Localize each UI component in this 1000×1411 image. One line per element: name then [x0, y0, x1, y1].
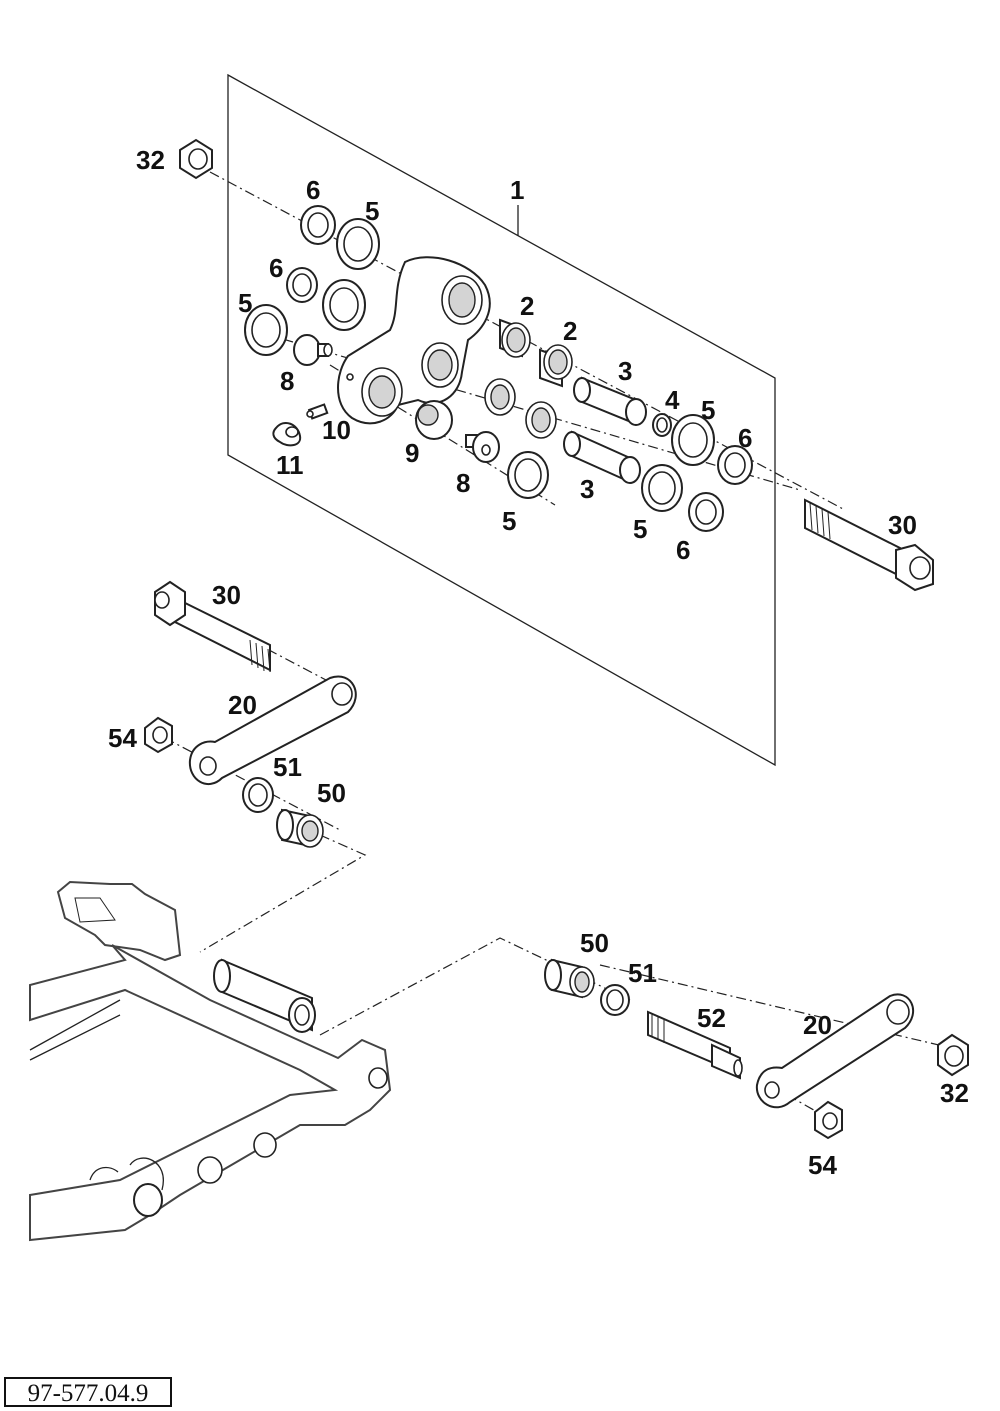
callout-3-a: 3 — [618, 356, 633, 386]
nut-32-right — [937, 1033, 969, 1077]
needle-bearing-2-d — [525, 401, 557, 439]
ring-51-right — [600, 984, 630, 1016]
bushing-5-f — [641, 464, 683, 512]
link-20-right — [755, 993, 915, 1109]
bushing-5-a — [336, 218, 380, 270]
spacer-9 — [415, 400, 453, 440]
needle-bearing-2-b — [539, 344, 573, 388]
callout-6-c: 6 — [738, 423, 753, 453]
bearing-50-left — [276, 808, 324, 848]
relay-lever — [337, 256, 491, 425]
callout-52: 52 — [697, 1003, 726, 1033]
needle-bearing-2-c — [484, 378, 516, 416]
nut-32-top — [179, 138, 213, 180]
bushing-5-b — [322, 279, 366, 331]
seal-6-c — [717, 445, 753, 485]
stepped-bushing-8-b — [465, 431, 500, 463]
nut-54-right — [814, 1100, 843, 1140]
callout-3-b: 3 — [580, 474, 595, 504]
ring-4 — [652, 413, 672, 437]
callout-30-b: 30 — [212, 580, 241, 610]
bushing-5-e — [507, 451, 549, 499]
axis-link-right — [599, 964, 961, 1051]
bolt-30-left — [154, 580, 271, 673]
callout-51-a: 51 — [273, 752, 302, 782]
cap-11 — [272, 421, 302, 447]
callout-30-a: 30 — [888, 510, 917, 540]
callout-5-e: 5 — [633, 514, 648, 544]
callout-5-d: 5 — [502, 506, 517, 536]
diagram-reference-number: 97-577.04.9 — [4, 1377, 172, 1407]
needle-bearing-2-a — [499, 318, 531, 358]
callout-50-b: 50 — [580, 928, 609, 958]
callout-20-a: 20 — [228, 690, 257, 720]
grease-nipple-10 — [306, 403, 329, 420]
callout-20-b: 20 — [803, 1010, 832, 1040]
callout-6-d: 6 — [676, 535, 691, 565]
callout-10: 10 — [322, 415, 351, 445]
callout-5-a: 5 — [365, 196, 380, 226]
bushing-5-c — [244, 304, 288, 356]
seal-6-d — [688, 492, 724, 532]
callout-50-a: 50 — [317, 778, 346, 808]
callout-1: 1 — [510, 175, 525, 205]
callout-2-b: 2 — [563, 316, 578, 346]
swingarm-frame — [29, 880, 392, 1242]
sleeve-3-a — [573, 376, 647, 426]
callout-32-b: 32 — [940, 1078, 969, 1108]
callout-54-b: 54 — [808, 1150, 837, 1180]
callout-2-a: 2 — [520, 291, 535, 321]
callout-51-b: 51 — [628, 958, 657, 988]
callout-6-a: 6 — [306, 175, 321, 205]
bolt-30-right — [804, 498, 934, 592]
callout-8-b: 8 — [456, 468, 471, 498]
callout-5-c: 5 — [701, 395, 716, 425]
stepped-bushing-8-a — [293, 334, 333, 366]
callout-9: 9 — [405, 438, 420, 468]
callout-11: 11 — [276, 450, 304, 480]
bushing-5-d — [671, 414, 715, 466]
callout-5-b: 5 — [238, 288, 253, 318]
pin-52 — [647, 1010, 743, 1080]
callout-54-a: 54 — [108, 723, 137, 753]
axis-frame-left — [199, 834, 367, 953]
callout-6-b: 6 — [269, 253, 284, 283]
sleeve-3-b — [563, 430, 641, 484]
seal-6-b — [286, 267, 318, 303]
axis-lower-pivot — [244, 327, 801, 491]
assembly-outline — [227, 73, 776, 767]
ring-51-left — [242, 777, 274, 813]
bearing-50-right — [544, 958, 595, 999]
callout-8-a: 8 — [280, 366, 295, 396]
callout-4: 4 — [665, 385, 680, 415]
nut-54-left — [144, 716, 173, 754]
link-20-left — [188, 675, 357, 785]
seal-6-a — [300, 205, 336, 245]
callout-32-a: 32 — [136, 145, 165, 175]
